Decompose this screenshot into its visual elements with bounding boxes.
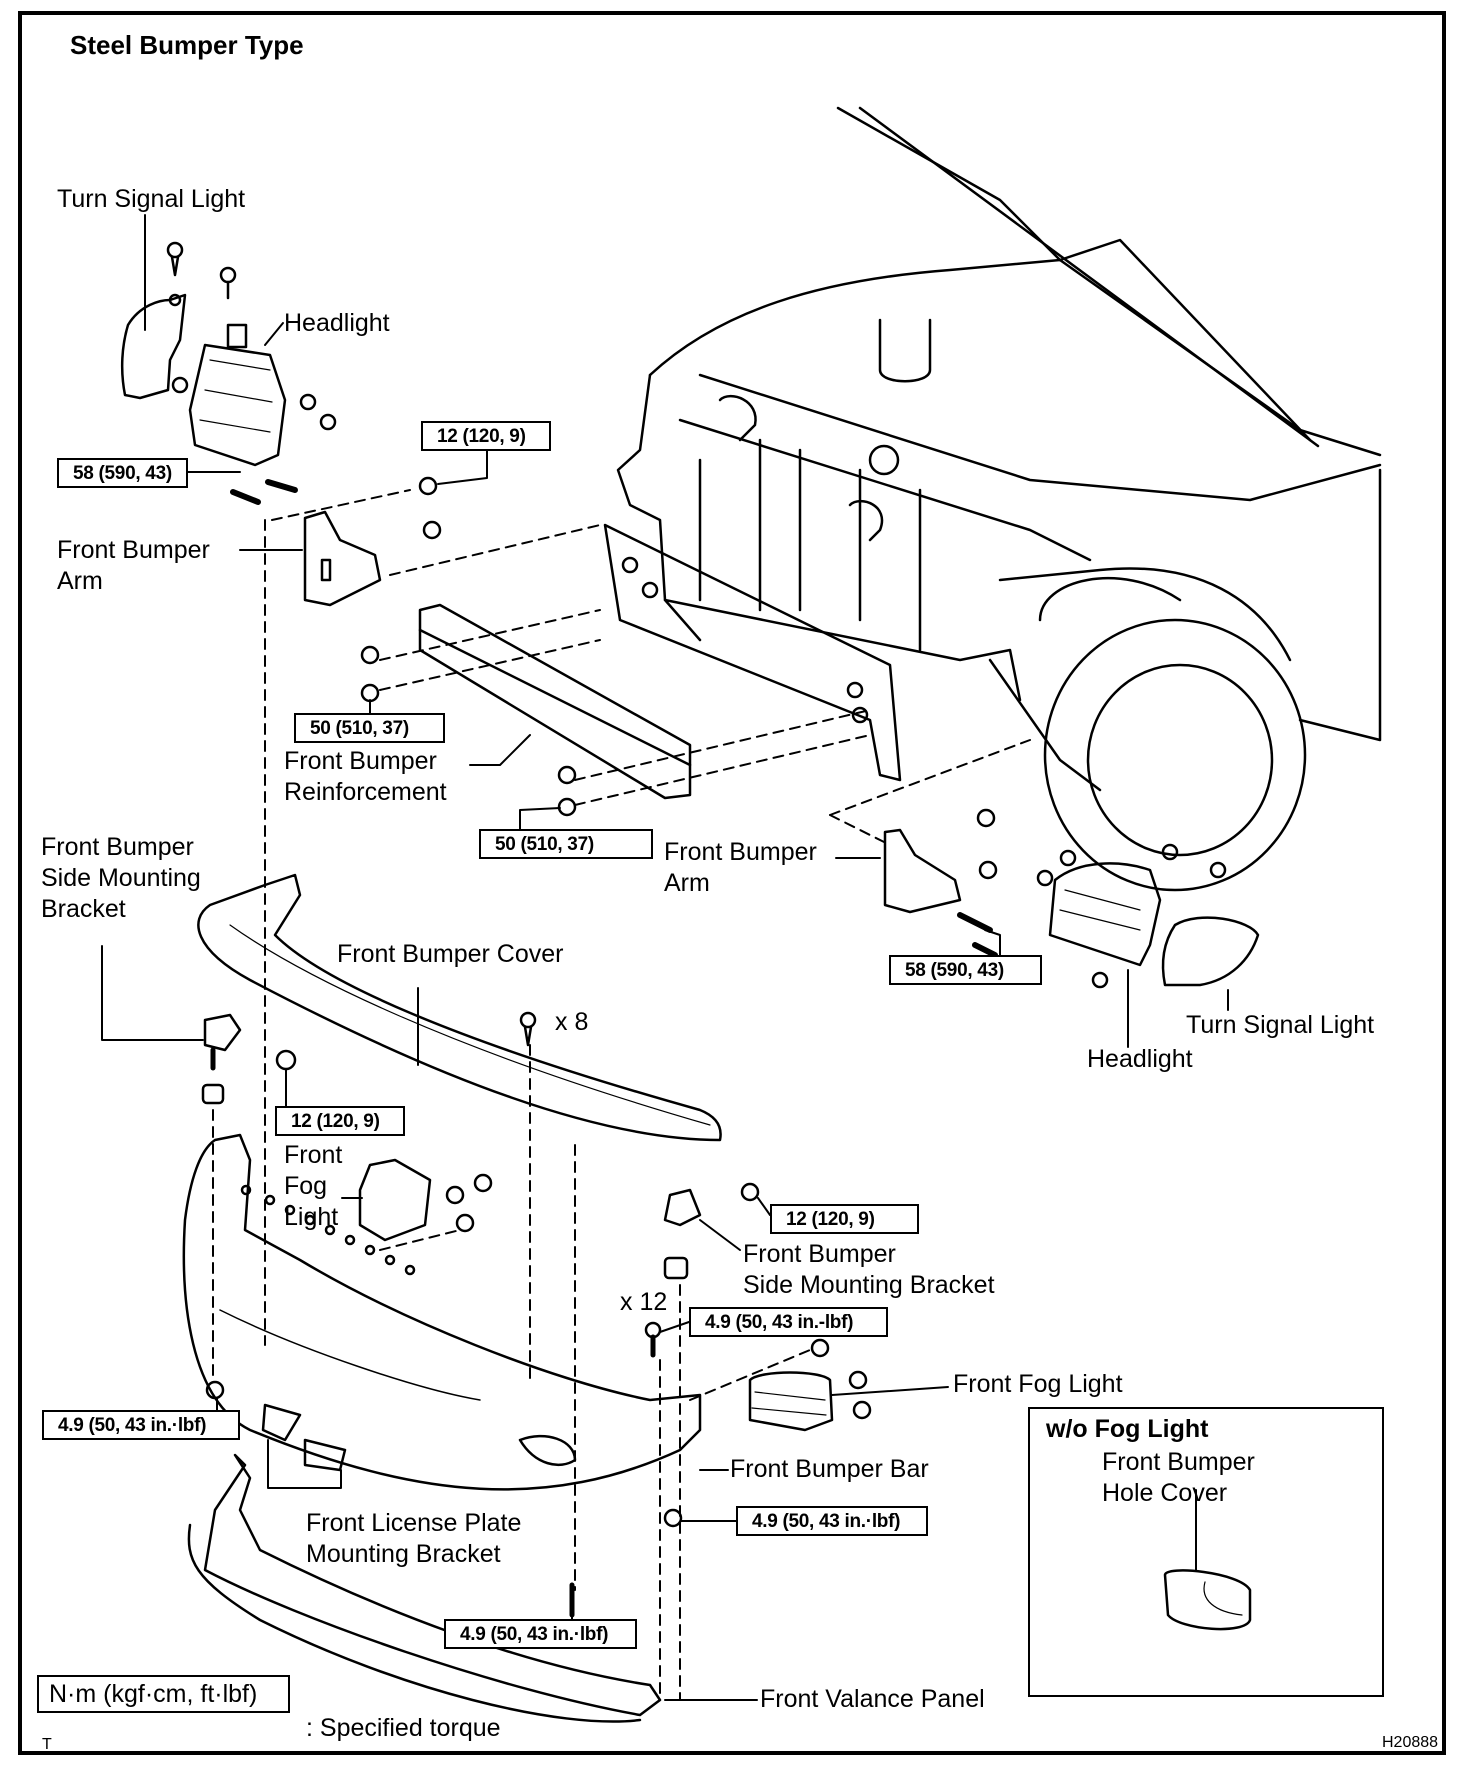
vehicle-body-outline bbox=[616, 106, 1382, 892]
torque-spec-bar-nut-right: 4.9 (50, 43 in.·lbf) bbox=[736, 1506, 928, 1536]
side-mounting-bracket-left-part bbox=[201, 1013, 297, 1105]
front-fog-light-left-part bbox=[358, 1158, 493, 1242]
side-mounting-bracket-right-part bbox=[644, 1182, 760, 1358]
clip-count-cover: x 8 bbox=[555, 1008, 589, 1036]
torque-spec-side-bracket-nut-right: 12 (120, 9) bbox=[770, 1204, 919, 1234]
figure-id: H20888 bbox=[1382, 1734, 1439, 1751]
front-bumper-arm-right-part bbox=[883, 808, 998, 958]
torque-spec-bumper-arm-bolt-left: 58 (590, 43) bbox=[57, 458, 188, 488]
torque-spec-bumper-arm-bolt-right: 58 (590, 43) bbox=[889, 955, 1042, 985]
label-front-bumper-reinforcement: Front Bumper Reinforcement bbox=[284, 747, 447, 806]
label-headlight-right: Headlight bbox=[1087, 1045, 1193, 1073]
front-fog-light-right-part bbox=[663, 1338, 872, 1528]
label-side-mounting-bracket-right: Front Bumper Side Mounting Bracket bbox=[743, 1240, 995, 1299]
headlight-left-part bbox=[188, 323, 287, 467]
label-front-fog-light-right: Front Fog Light bbox=[953, 1370, 1123, 1398]
label-license-plate-bracket: Front License Plate Mounting Bracket bbox=[306, 1509, 522, 1568]
label-front-fog-light-left: Front Fog Light bbox=[284, 1141, 343, 1231]
leader-lines bbox=[101, 214, 1229, 1701]
label-turn-signal-light-left: Turn Signal Light bbox=[57, 185, 246, 213]
assembly-guide-lines bbox=[212, 489, 1031, 1701]
hole-cover-part bbox=[1163, 1569, 1252, 1631]
diagram-title: Steel Bumper Type bbox=[70, 30, 304, 60]
torque-spec-reinforcement-nut-lower: 50 (510, 37) bbox=[479, 829, 653, 859]
torque-spec-reinforcement-nut-upper: 50 (510, 37) bbox=[294, 713, 445, 743]
diagram-frame bbox=[18, 11, 1446, 1755]
fasteners-upper-left bbox=[166, 241, 442, 540]
label-side-mounting-bracket-left: Front Bumper Side Mounting Bracket bbox=[41, 833, 201, 923]
headlight-right-part bbox=[1036, 849, 1162, 989]
label-front-bumper-cover: Front Bumper Cover bbox=[337, 940, 564, 968]
inset-without-fog-light: w/o Fog Light Front Bumper Hole Cover bbox=[1028, 1407, 1384, 1697]
label-front-bumper-bar: Front Bumper Bar bbox=[730, 1455, 929, 1483]
label-front-bumper-arm-right: Front Bumper Arm bbox=[664, 838, 817, 897]
label-headlight-left: Headlight bbox=[284, 309, 390, 337]
torque-spec-bar-bolt-upper: 4.9 (50, 43 in.-lbf) bbox=[689, 1307, 888, 1337]
label-front-bumper-arm-left: Front Bumper Arm bbox=[57, 536, 210, 595]
torque-spec-valance-bolt: 4.9 (50, 43 in.·lbf) bbox=[444, 1619, 637, 1649]
torque-spec-headlight-upper-nut: 12 (120, 9) bbox=[421, 421, 551, 451]
label-front-bumper-hole-cover: Front Bumper Hole Cover bbox=[1102, 1448, 1255, 1507]
inset-title: w/o Fog Light bbox=[1046, 1415, 1209, 1443]
legend-specified-torque: : Specified torque bbox=[306, 1714, 501, 1742]
bolt-count: x 12 bbox=[620, 1288, 668, 1316]
turn-signal-light-right-part bbox=[1161, 843, 1260, 987]
label-turn-signal-light-right: Turn Signal Light bbox=[1186, 1011, 1375, 1039]
legend-units-box: N·m (kgf·cm, ft·lbf) bbox=[37, 1675, 290, 1713]
turn-signal-light-left-part bbox=[120, 293, 187, 400]
torque-spec-side-bracket-nut-left: 12 (120, 9) bbox=[275, 1106, 405, 1136]
front-bumper-arm-left-part bbox=[303, 510, 382, 607]
label-front-valance-panel: Front Valance Panel bbox=[760, 1685, 985, 1713]
corner-mark: T bbox=[42, 1736, 52, 1753]
front-bumper-cover-part bbox=[197, 873, 722, 1142]
torque-spec-bar-nut-left: 4.9 (50, 43 in.·lbf) bbox=[42, 1410, 240, 1440]
